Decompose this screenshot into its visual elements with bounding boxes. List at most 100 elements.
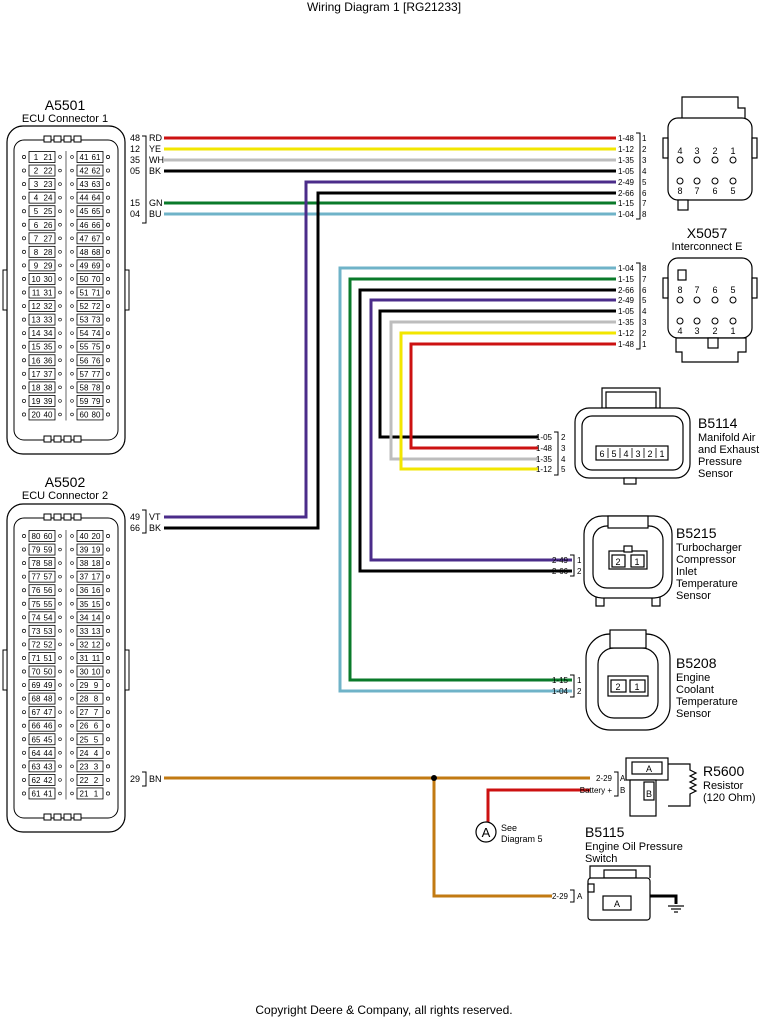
pin-cell [76, 408, 104, 421]
pin-number: 7 [94, 708, 99, 717]
x5057-pin: 7 [642, 275, 647, 284]
pin-number: 80 [92, 410, 101, 419]
pin-number: 22 [44, 167, 53, 176]
pin-cell [76, 245, 104, 258]
pin-number: 27 [80, 708, 89, 717]
x5057-circuit: 1-05 [618, 167, 635, 176]
b5114-pin: 5 [561, 465, 566, 474]
b5114-name: Sensor [698, 468, 733, 480]
x5057-face-a: 4 3 2 1 8 7 6 5 [676, 146, 737, 196]
pin-number: 53 [80, 316, 89, 325]
b5208-sensor: 1-15 1 1-04 2 2 1 B5208 Engine Coolant T… [552, 629, 738, 731]
pin-number: 65 [92, 207, 101, 216]
pin-cell [76, 638, 104, 651]
ecu2-wire-labels: 49 VT 66 BK 29 BN [130, 509, 162, 787]
pin-number: 68 [92, 248, 101, 257]
pin-cell [76, 557, 104, 569]
pin-cell [76, 327, 104, 340]
x5057-pin: 5 [642, 178, 647, 187]
b5114-pin: 2 [561, 433, 566, 442]
pin-number: 56 [44, 586, 53, 595]
ecu2-wire-pin: 66 [130, 523, 140, 533]
pin-number: 29 [80, 681, 89, 690]
b5208-name: Sensor [676, 708, 711, 720]
pin-number: 55 [44, 600, 53, 609]
b5215-circuit: 2-49 [552, 556, 569, 565]
pin-cell [28, 232, 56, 245]
pin-cell [28, 286, 56, 299]
pin-number: 55 [80, 343, 89, 352]
r5600-circuit: 2-29 [596, 774, 613, 783]
b5115-pin: A [577, 892, 583, 901]
pin-number: 3 [34, 180, 39, 189]
pin-number: 73 [92, 316, 101, 325]
pin-number: 43 [44, 762, 53, 771]
ecu2-bracket-bn [142, 771, 147, 787]
pin-number: 73 [32, 627, 41, 636]
x5057-side-b-labels: 1-04 8 1-15 7 2-66 6 2-49 5 1-05 4 1-35 … [618, 262, 647, 350]
pin-number: 79 [32, 546, 41, 555]
ecu2-id: A5502 [45, 474, 86, 490]
pin-number: 1 [34, 153, 39, 162]
pin-cell [28, 692, 56, 705]
b5114-pin: 4 [561, 455, 566, 464]
b5115-id: B5115 [585, 824, 625, 840]
pin-number: 77 [92, 370, 101, 379]
b5114-name: Pressure [698, 456, 742, 468]
pin-cell [76, 151, 104, 163]
pin-cell [76, 679, 104, 691]
svg-text:2: 2 [712, 326, 717, 336]
pin-number: 6 [94, 722, 99, 731]
pin-number: 52 [80, 302, 89, 311]
wire-bn-to-b5115 [432, 778, 552, 898]
b5215-name: Inlet [676, 566, 697, 578]
ecu2-latch-left [2, 649, 8, 691]
pin-number: 36 [44, 356, 53, 365]
ecu1-wire-color: BK [149, 166, 161, 176]
pin-number: 12 [32, 302, 41, 311]
x5057-pin: 6 [642, 189, 647, 198]
ecu1-wire-color: GN [149, 198, 163, 208]
pin-number: 32 [80, 640, 89, 649]
pin-number: 62 [92, 167, 101, 176]
pin-number: 44 [44, 749, 53, 758]
x5057-pin: 3 [642, 318, 647, 327]
pin-cell [28, 774, 56, 786]
x5057-circuit: 1-48 [618, 340, 635, 349]
pin-number: 46 [80, 221, 89, 230]
pin-cell [76, 313, 104, 326]
x5057-pin: 8 [642, 210, 647, 219]
pin-cell [76, 652, 104, 664]
x5057-pin: 1 [642, 340, 647, 349]
pin-number: 26 [80, 722, 89, 731]
pin-number: 30 [80, 668, 89, 677]
pin-number: 13 [92, 627, 101, 636]
wires [164, 136, 678, 904]
pin-number: 45 [44, 735, 53, 744]
pin-number: 47 [80, 234, 89, 243]
pin-number: 37 [80, 573, 89, 582]
pin-number: 52 [44, 640, 53, 649]
pin-number: 15 [92, 600, 101, 609]
ecu2-wire-color: BN [149, 774, 162, 784]
pin-number: 17 [92, 573, 101, 582]
pin-number: 54 [44, 613, 53, 622]
pin-cell [28, 164, 56, 177]
pin-cell [28, 665, 56, 678]
svg-text:3: 3 [694, 146, 699, 156]
ecu1-latch-right [124, 269, 130, 311]
pin-cell [76, 191, 104, 204]
pin-cell [76, 611, 104, 624]
wire-rd-to-b5114 [409, 342, 616, 450]
ecu1-wire-color: BU [149, 209, 162, 219]
pin-number: 32 [44, 302, 53, 311]
b5114-circuit: 1-48 [536, 444, 553, 453]
pin-number: 15 [32, 343, 41, 352]
pin-number: 58 [80, 383, 89, 392]
pin-cell [28, 245, 56, 258]
pin-number: 71 [32, 654, 41, 663]
pin-number: 49 [44, 681, 53, 690]
b5115-name: Switch [585, 853, 617, 865]
pin-number: 10 [32, 275, 41, 284]
x5057-id: X5057 [687, 225, 728, 241]
